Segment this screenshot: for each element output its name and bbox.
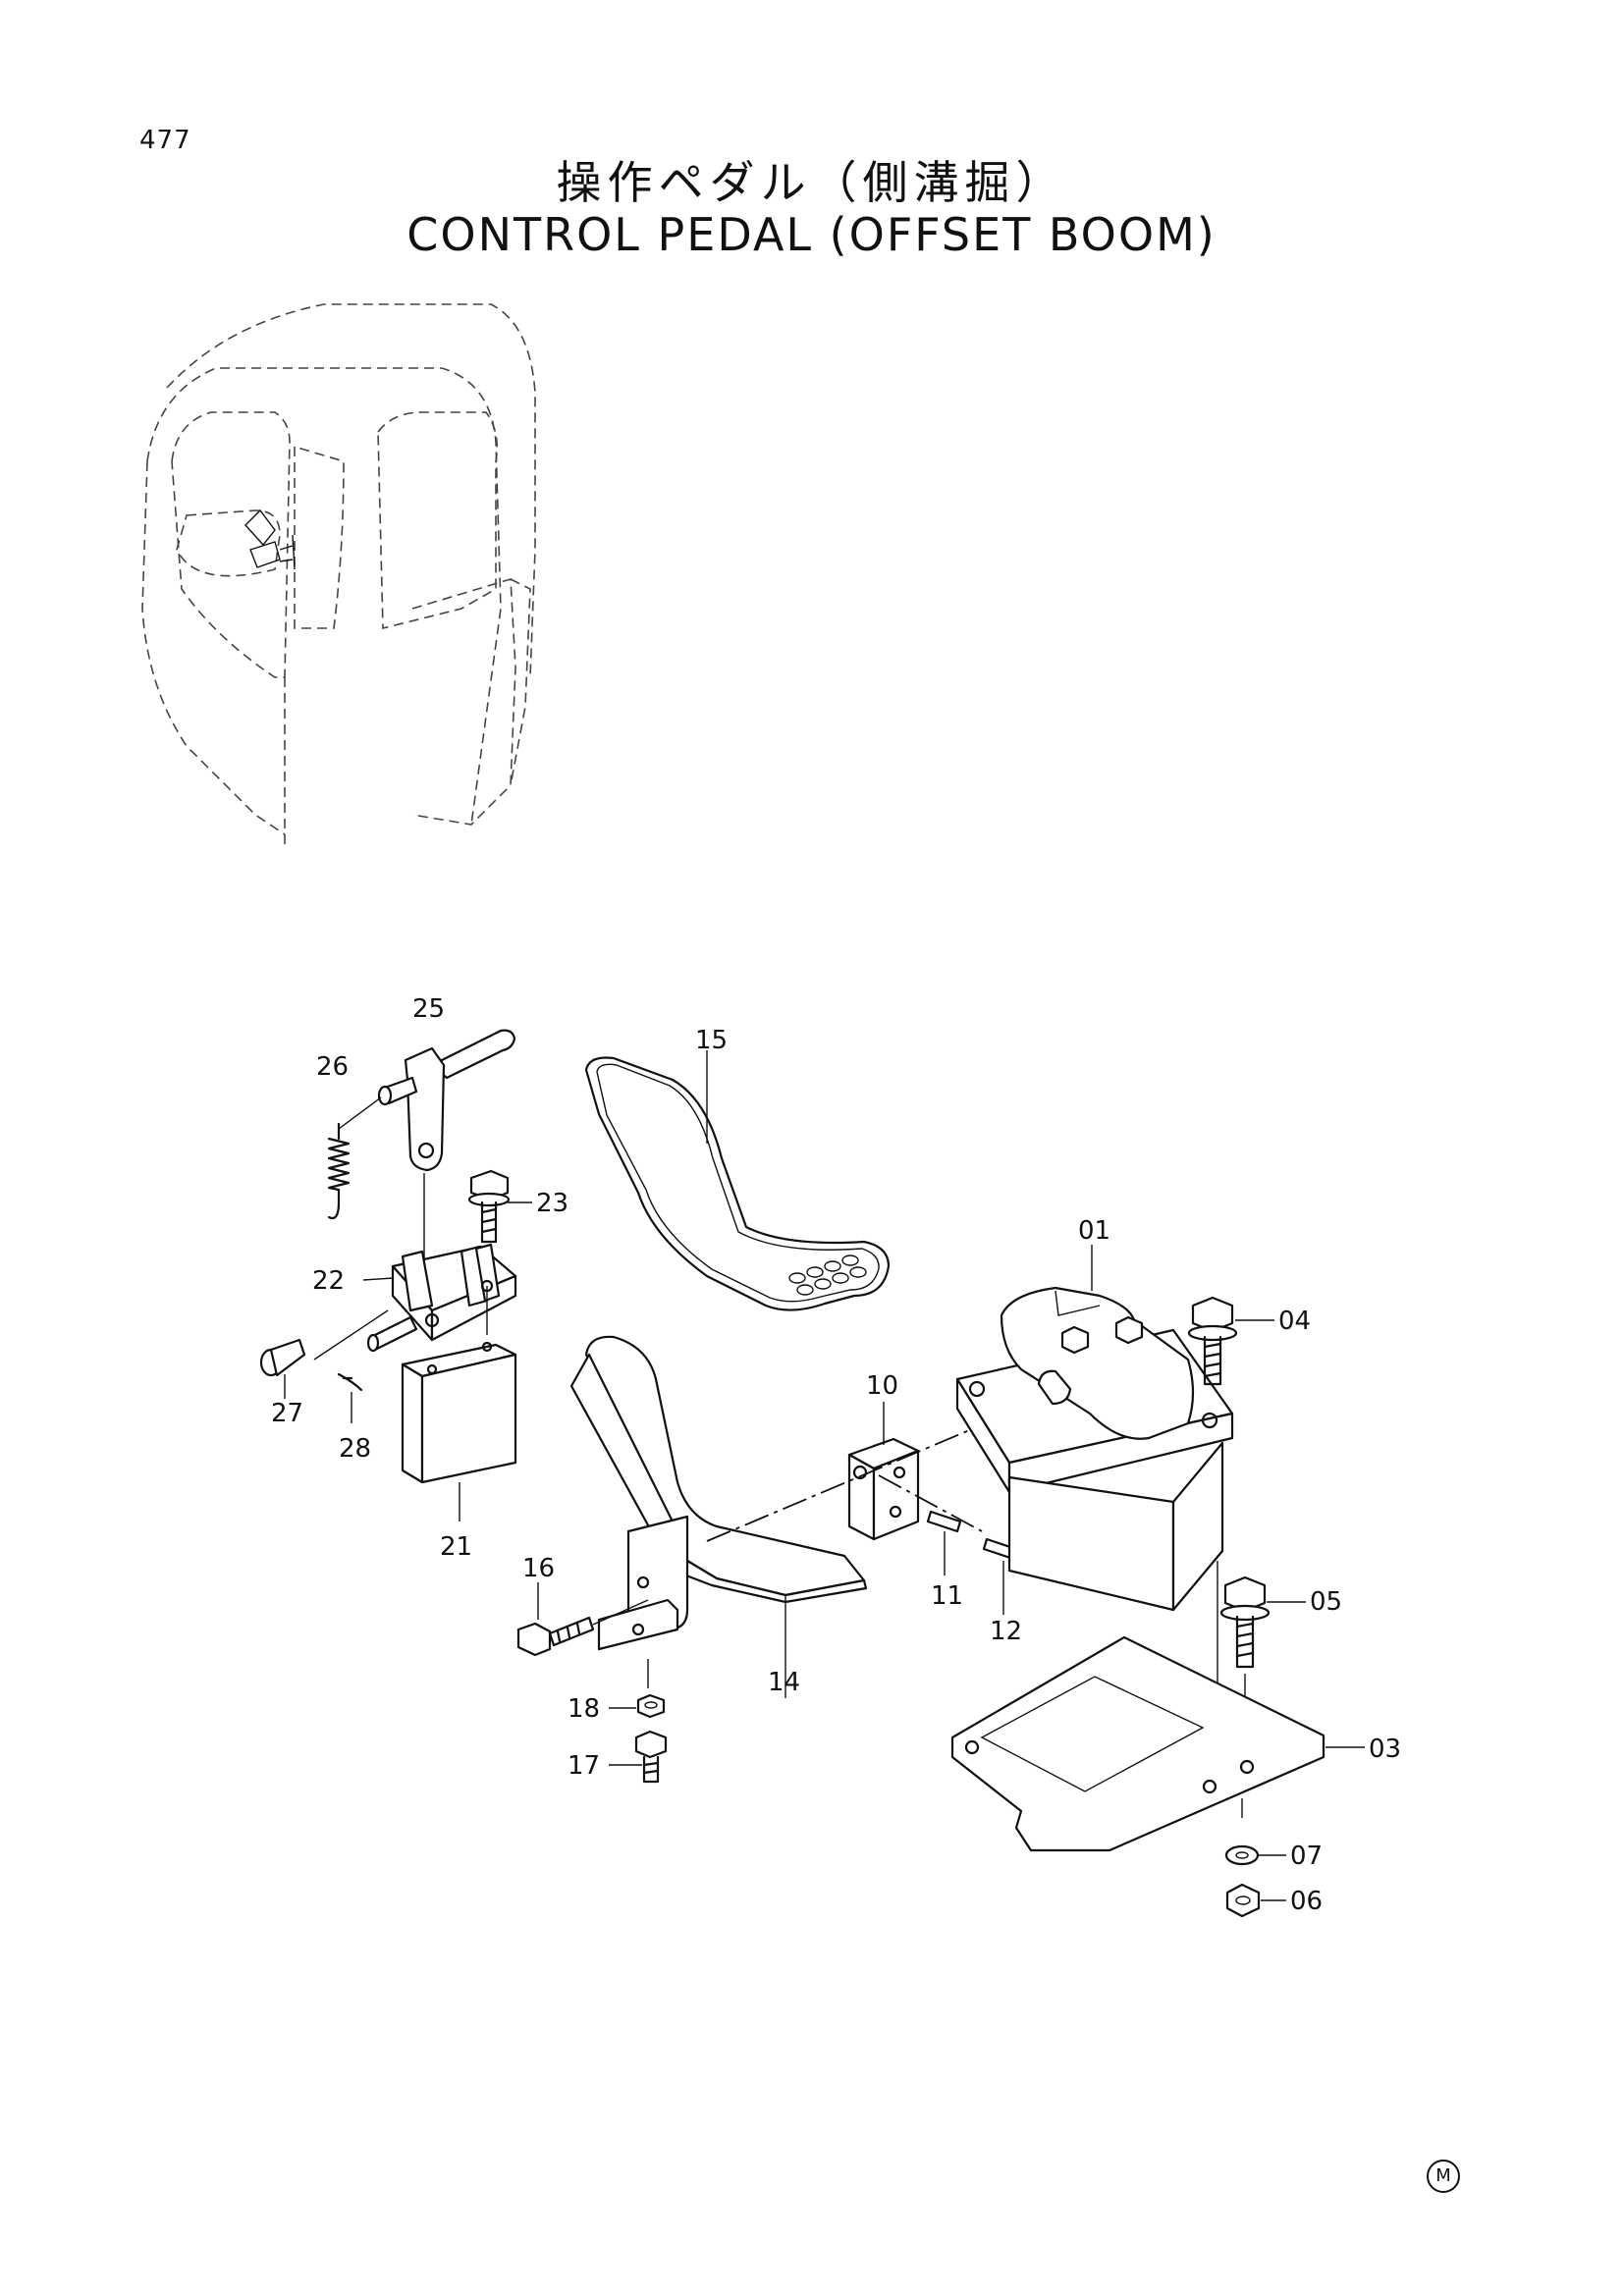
page-number: 477 xyxy=(139,126,191,155)
callout-05: 05 xyxy=(1310,1587,1342,1617)
callout-07: 07 xyxy=(1290,1842,1323,1871)
title-japanese: 操作ペダル（側溝掘） xyxy=(556,156,1067,209)
part-22-bracket xyxy=(313,1173,517,1361)
part-16-bolt xyxy=(516,1582,649,1657)
pedal-cover-grip-pattern xyxy=(788,1255,867,1296)
callout-25: 25 xyxy=(412,994,445,1024)
callout-03: 03 xyxy=(1369,1735,1401,1764)
part-28-clip xyxy=(337,1372,363,1423)
part-01-pilot-valve xyxy=(955,1245,1234,1612)
part-17-bolt xyxy=(609,1730,668,1784)
part-27-pin xyxy=(259,1338,306,1399)
part-04-bolt xyxy=(1187,1296,1274,1386)
assembly-centerline-lower xyxy=(878,1474,983,1532)
callout-21: 21 xyxy=(440,1532,472,1562)
callout-11: 11 xyxy=(931,1581,963,1611)
callout-01: 01 xyxy=(1078,1216,1110,1246)
part-03-plate xyxy=(950,1635,1365,1852)
part-07-washer xyxy=(1224,1844,1286,1866)
cab-location-inset xyxy=(141,303,536,844)
part-15-pedal-cover xyxy=(584,1050,891,1311)
part-18-nut xyxy=(609,1693,666,1719)
callout-28: 28 xyxy=(339,1434,371,1464)
part-21-block xyxy=(401,1341,517,1522)
callout-04: 04 xyxy=(1278,1307,1311,1336)
callout-16: 16 xyxy=(522,1554,555,1583)
callout-18: 18 xyxy=(568,1694,600,1724)
part-10-block xyxy=(847,1402,920,1541)
callout-labels: 25 26 15 23 22 01 04 10 27 28 21 16 11 0… xyxy=(271,994,1401,1916)
part-06-nut xyxy=(1225,1883,1286,1918)
callout-06: 06 xyxy=(1290,1887,1323,1916)
callout-12: 12 xyxy=(990,1617,1022,1646)
callout-27: 27 xyxy=(271,1399,303,1428)
part-23-bolt xyxy=(467,1169,532,1244)
callout-14: 14 xyxy=(768,1668,800,1697)
part-25-lever xyxy=(377,1029,516,1172)
callout-15: 15 xyxy=(695,1026,728,1055)
callout-26: 26 xyxy=(316,1052,349,1082)
part-26-spring xyxy=(327,1096,382,1220)
title-english: CONTROL PEDAL (OFFSET BOOM) xyxy=(406,208,1217,261)
callout-17: 17 xyxy=(568,1751,600,1781)
callout-22: 22 xyxy=(312,1266,345,1296)
registered-m-mark: M xyxy=(1427,2160,1460,2193)
callout-10: 10 xyxy=(866,1371,898,1401)
part-14-pedal xyxy=(569,1335,868,1698)
part-11-pin xyxy=(926,1510,962,1575)
callout-23: 23 xyxy=(536,1189,568,1218)
